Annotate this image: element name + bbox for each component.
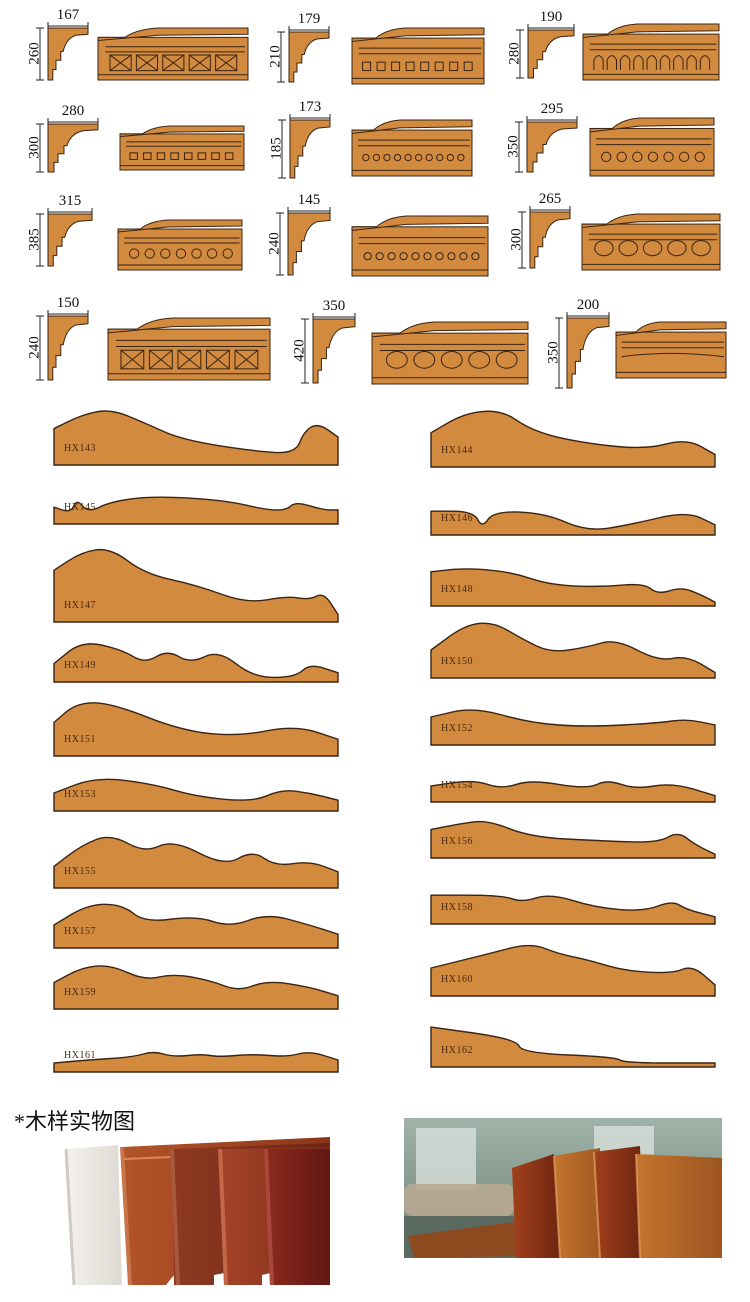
profile-moulding [430, 410, 716, 468]
profile-code: HX155 [64, 866, 96, 877]
cornice-section [36, 310, 89, 381]
profile-code: HX144 [441, 445, 473, 456]
profile-code: HX162 [441, 1045, 473, 1056]
cornice-elevation [582, 23, 720, 81]
cornice-section [516, 24, 575, 79]
profile-code: HX160 [441, 974, 473, 985]
profile-code: HX158 [441, 902, 473, 913]
cornice-section [515, 116, 578, 173]
profile-moulding [430, 1026, 716, 1068]
cornice-section [36, 118, 99, 173]
profile-code: HX154 [441, 780, 473, 791]
cornice-elevation [581, 213, 721, 271]
cornice-elevation [351, 27, 485, 85]
width-dimension: 150 [56, 295, 80, 311]
profile-code: HX146 [441, 513, 473, 524]
width-dimension: 145 [297, 192, 321, 208]
cornice-section [278, 114, 331, 179]
width-dimension: 173 [298, 99, 322, 115]
profile-moulding [53, 965, 339, 1010]
profile-moulding [53, 836, 339, 889]
profile-code: HX145 [64, 502, 96, 513]
cornice-elevation [589, 117, 715, 177]
cornice-elevation [107, 317, 271, 381]
profile-moulding [53, 1051, 339, 1073]
cornice-elevation [351, 215, 489, 277]
cornice-elevation [119, 125, 245, 171]
profile-moulding [430, 944, 716, 997]
width-dimension: 265 [538, 191, 562, 207]
profile-moulding [53, 548, 339, 623]
profile-moulding [430, 780, 716, 803]
cornice-elevation [615, 321, 727, 379]
profile-code: HX152 [441, 723, 473, 734]
profile-moulding [53, 496, 339, 525]
profile-code: HX159 [64, 987, 96, 998]
profile-moulding [430, 820, 716, 859]
profile-code: HX149 [64, 660, 96, 671]
cornice-section [36, 208, 93, 267]
cornice-section [277, 26, 330, 83]
sample-caption: *木样实物图 [14, 1109, 136, 1134]
width-dimension: 179 [297, 11, 321, 27]
cornice-elevation [117, 219, 243, 271]
cornice-section [301, 313, 356, 384]
profile-moulding [430, 622, 716, 679]
width-dimension: 315 [58, 193, 82, 209]
profile-moulding [430, 894, 716, 925]
profile-moulding [53, 702, 339, 757]
width-dimension: 350 [322, 298, 346, 314]
profile-moulding [53, 410, 339, 466]
cornice-section [518, 206, 571, 269]
profile-moulding [430, 709, 716, 746]
profile-code: HX148 [441, 584, 473, 595]
profile-code: HX143 [64, 443, 96, 454]
profile-code: HX150 [441, 656, 473, 667]
cornice-elevation [97, 27, 249, 81]
profile-code: HX151 [64, 734, 96, 745]
width-dimension: 167 [56, 7, 80, 23]
width-dimension: 295 [540, 101, 564, 117]
room-moulding-photo [404, 1118, 722, 1259]
width-dimension: 190 [539, 9, 563, 25]
profile-code: HX157 [64, 926, 96, 937]
width-dimension: 200 [576, 297, 600, 313]
profile-code: HX161 [64, 1050, 96, 1061]
white-board [64, 1145, 122, 1286]
profile-moulding [430, 568, 716, 607]
profile-code: HX147 [64, 600, 96, 611]
profile-code: HX153 [64, 789, 96, 800]
profile-moulding [53, 778, 339, 812]
baseboard-samples-photo [64, 1135, 330, 1287]
profile-moulding [53, 643, 339, 683]
cornice-elevation [371, 321, 529, 385]
cornice-section [276, 207, 331, 276]
cornice-section [36, 22, 89, 81]
profile-code: HX156 [441, 836, 473, 847]
cornice-elevation [351, 119, 473, 177]
profile-moulding [430, 510, 716, 536]
profile-moulding [53, 903, 339, 949]
cornice-section [555, 312, 610, 389]
width-dimension: 280 [61, 103, 85, 119]
